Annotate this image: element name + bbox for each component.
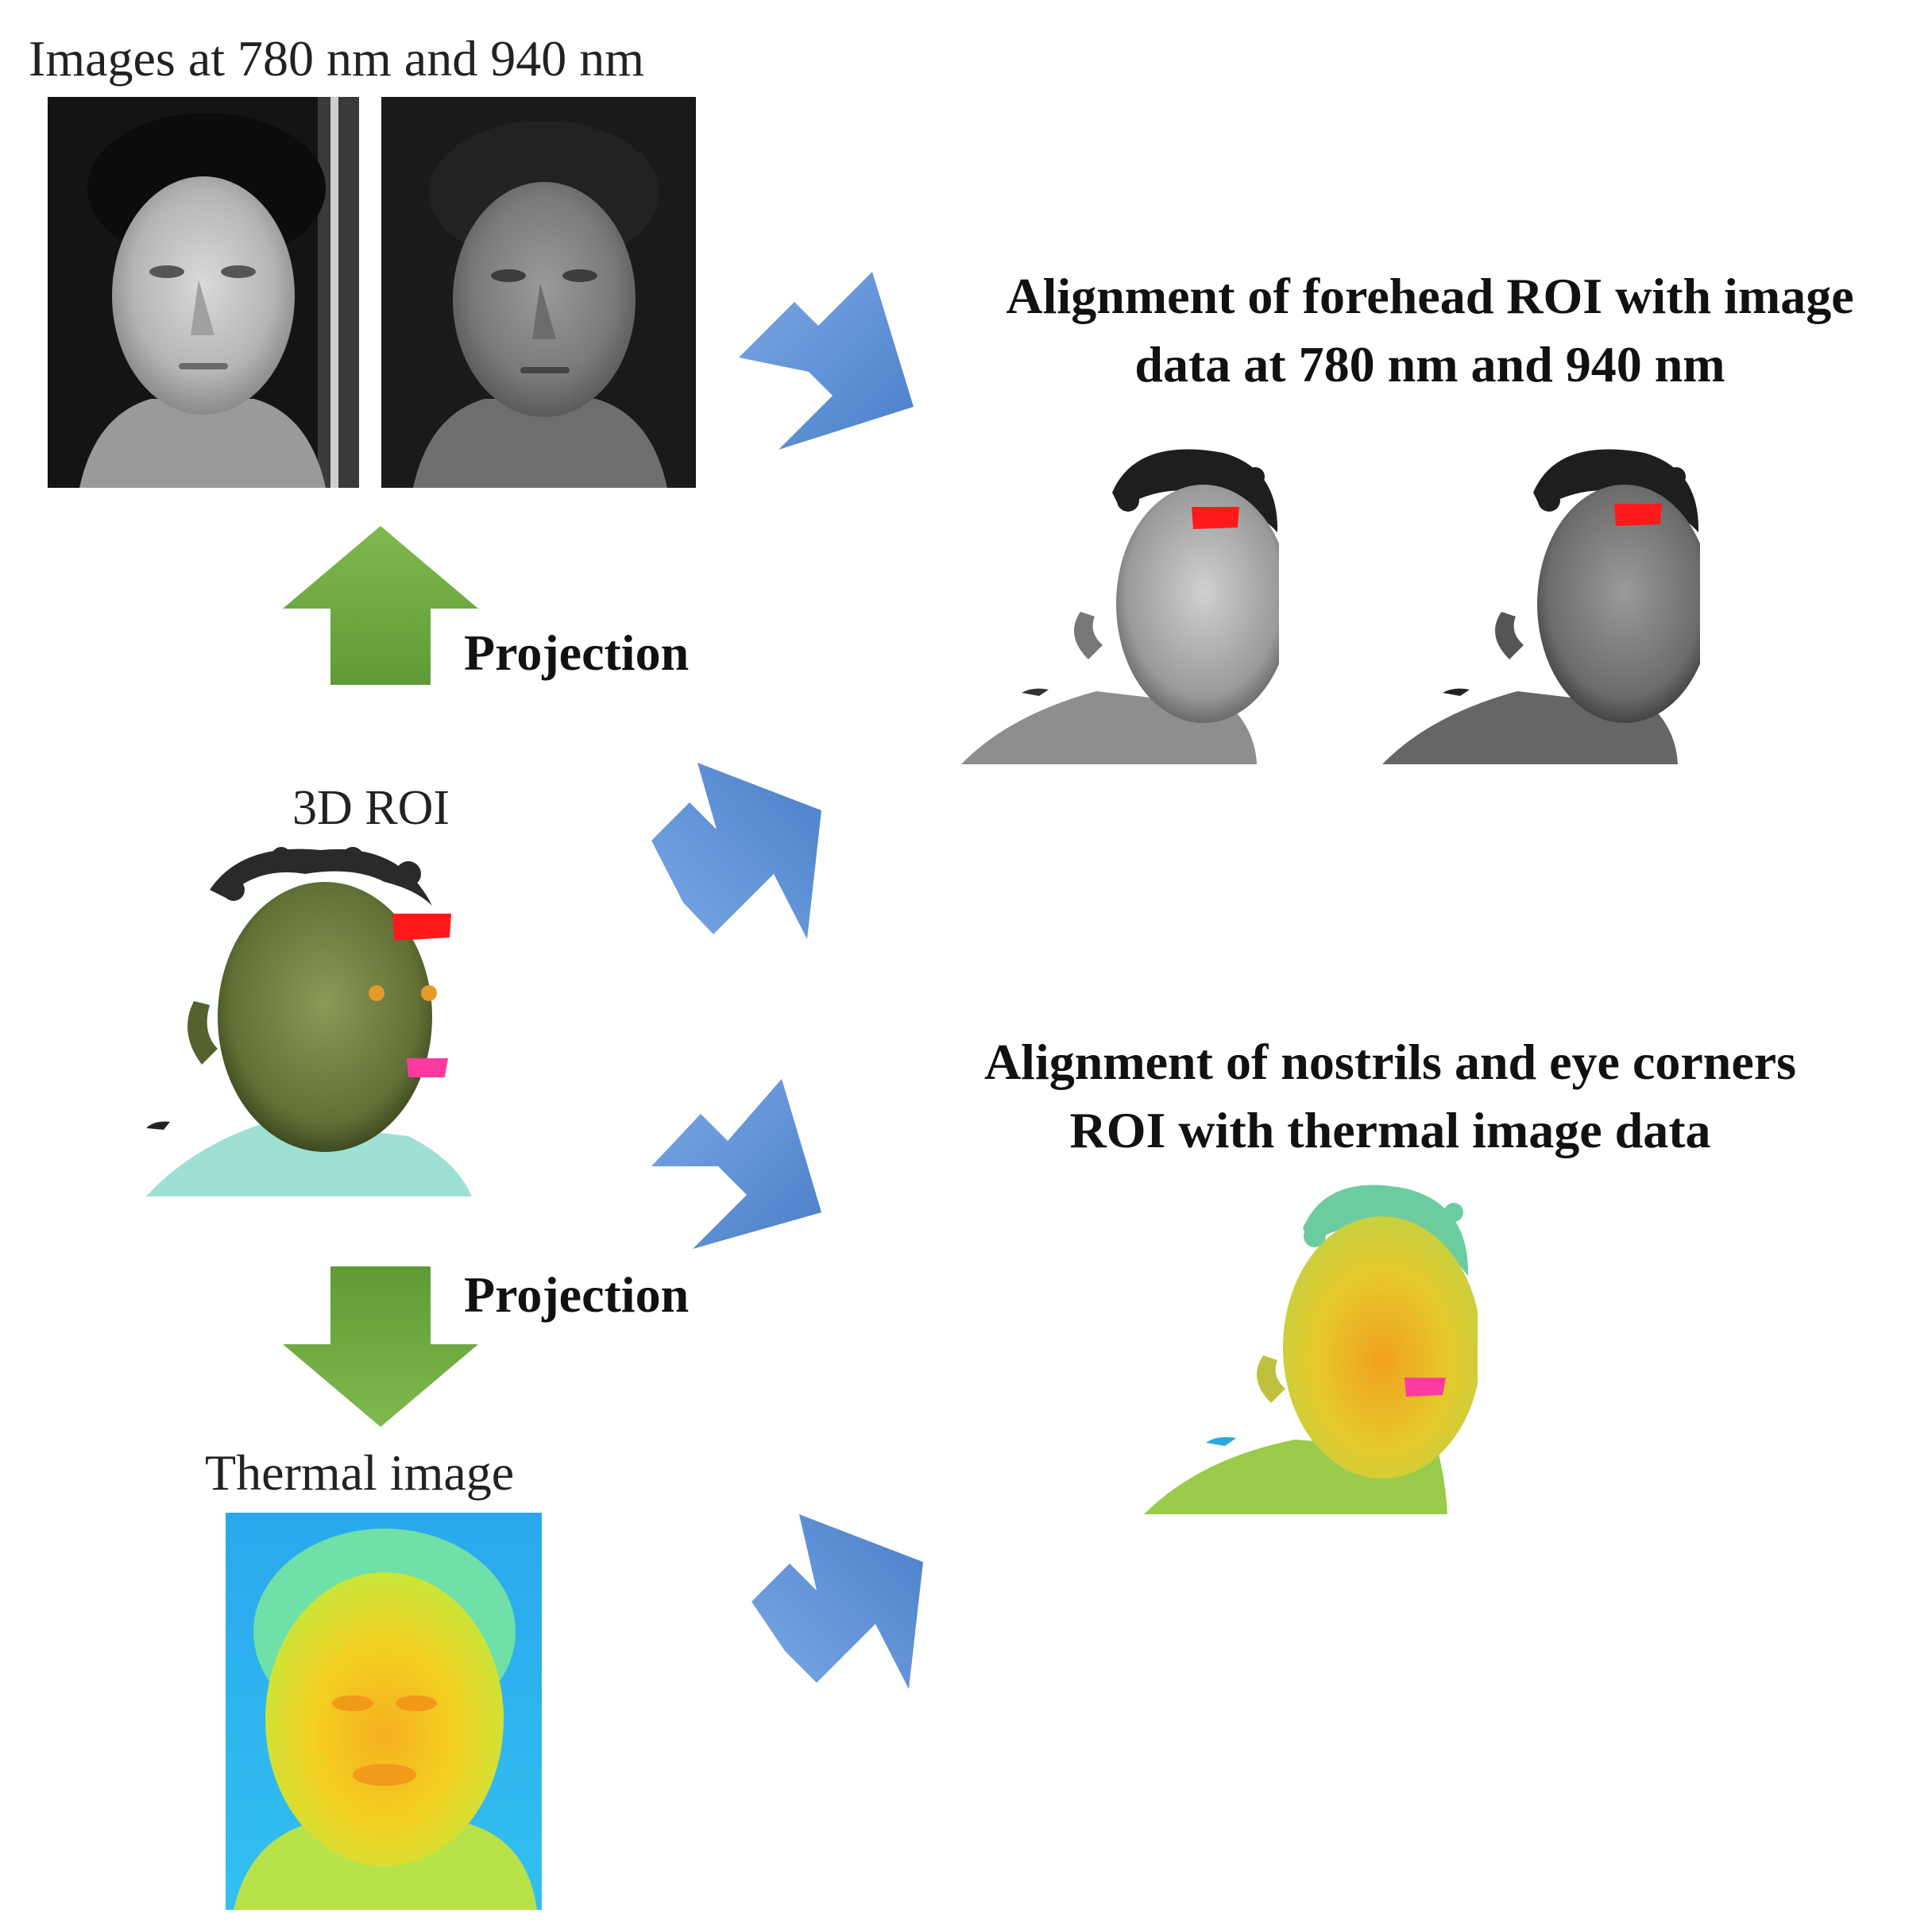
blue-arrow-roi-to-thermal-icon (651, 1079, 821, 1249)
nostril-alignment-line-1: Alignment of nostrils and eye corners (983, 1034, 1797, 1090)
face-photo-940nm (381, 97, 696, 488)
images-title: Images at 780 nm and 940 nm (29, 30, 644, 87)
nostril-alignment-heading: Alignment of nostrils and eye corners RO… (906, 1028, 1875, 1165)
forehead-alignment-line-1: Alignment of forehead ROI with image (1006, 268, 1854, 324)
blue-arrow-to-forehead-icon (739, 272, 914, 450)
projection-down-arrow-icon (283, 1266, 478, 1427)
forehead-alignment-heading: Alignment of forehead ROI with image dat… (937, 262, 1922, 399)
projection-label-top: Projection (464, 624, 690, 681)
3d-face-model-with-roi (146, 842, 480, 1196)
thermal-face-image (226, 1513, 542, 1910)
projection-up-arrow-icon (283, 526, 478, 685)
nostril-alignment-line-2: ROI with thermal image data (1069, 1102, 1711, 1158)
roi-3d-label: 3D ROI (292, 781, 450, 835)
aligned-3d-face-940nm (1382, 437, 1700, 764)
aligned-3d-face-780nm (961, 437, 1279, 764)
blue-arrow-roi-to-forehead-icon (651, 763, 821, 939)
forehead-alignment-line-2: data at 780 nm and 940 nm (1134, 336, 1725, 392)
thermal-image-label: Thermal image (205, 1444, 515, 1501)
projection-label-bottom: Projection (464, 1266, 690, 1323)
blue-arrow-thermal-to-alignment-icon (752, 1514, 923, 1689)
aligned-3d-face-thermal (1144, 1173, 1478, 1514)
face-photo-780nm (48, 97, 359, 488)
